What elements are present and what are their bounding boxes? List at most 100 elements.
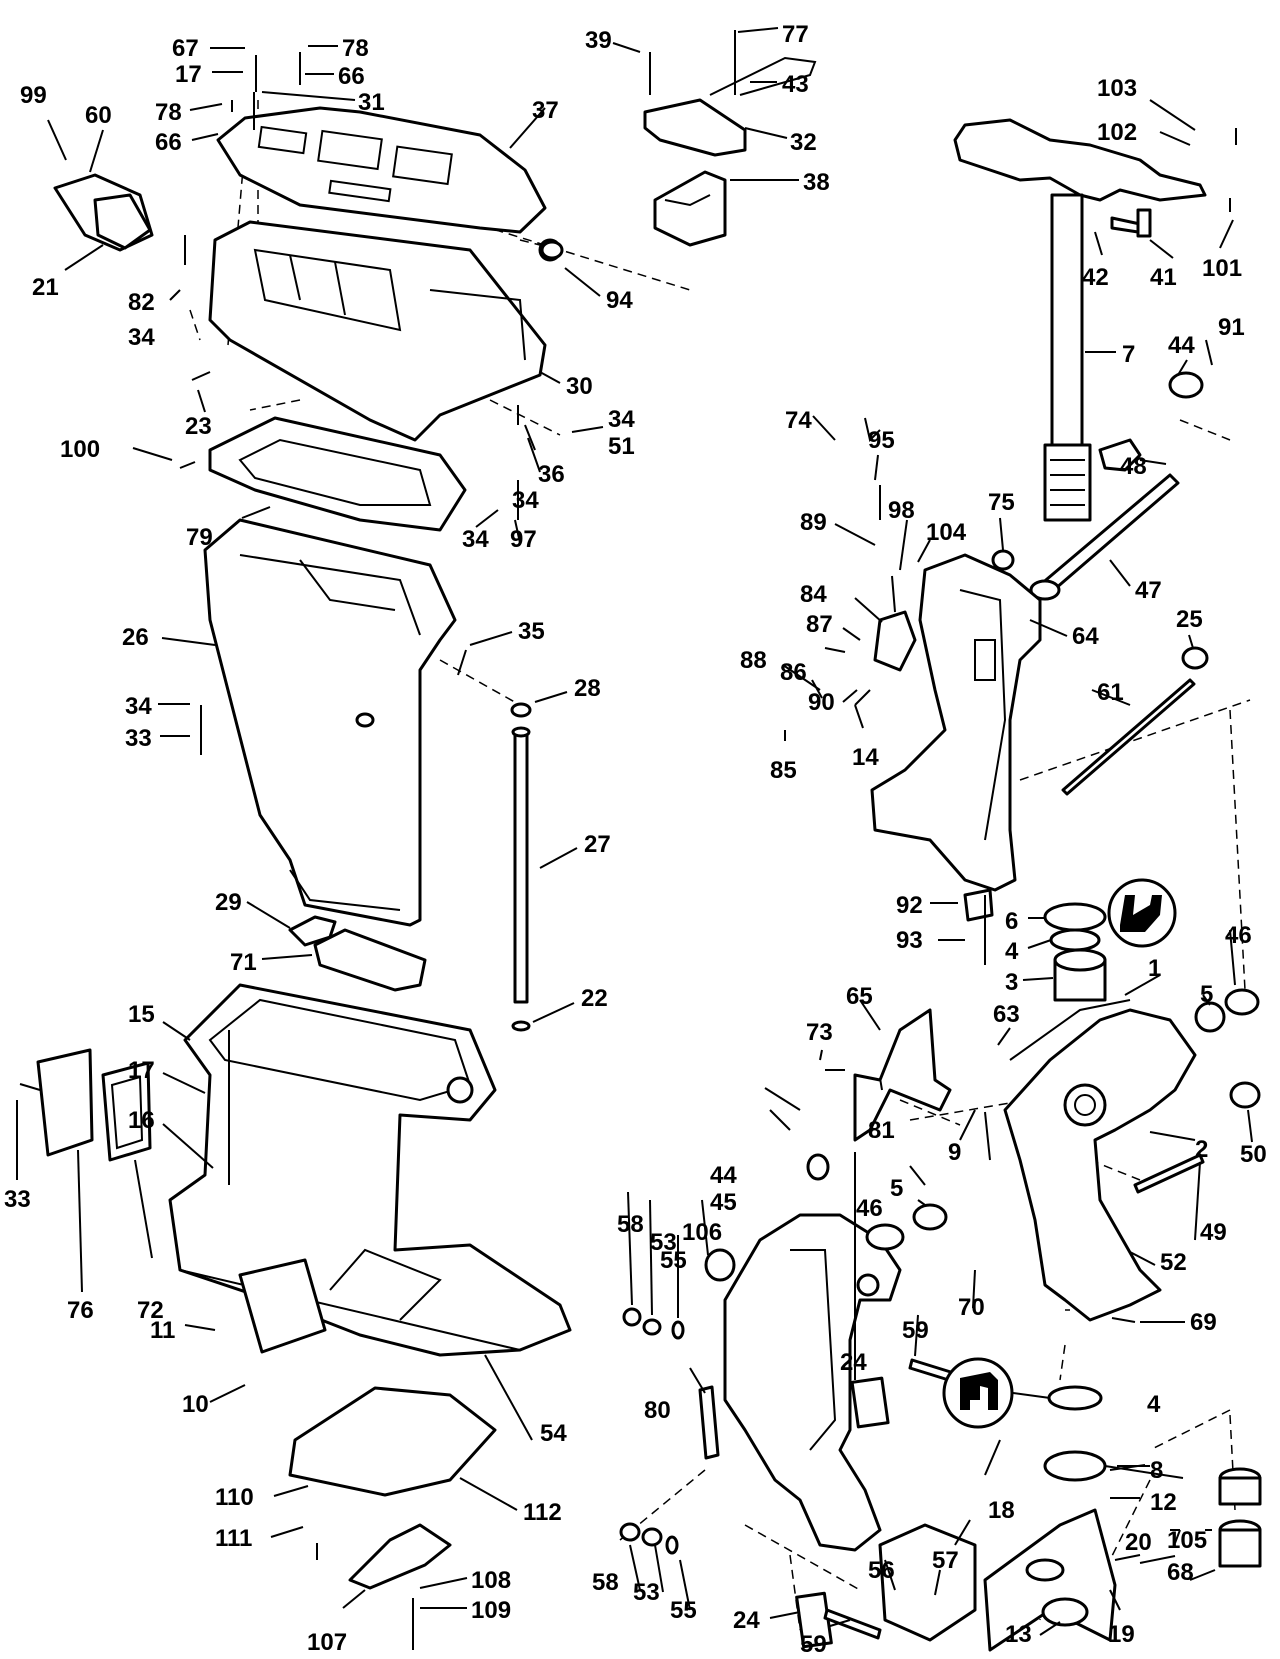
callout-label: 2 (1195, 1136, 1208, 1163)
callout-label: 12 (1150, 1489, 1177, 1516)
callout-label: 29 (215, 889, 242, 916)
callout-label: 27 (584, 831, 611, 858)
callout-label: 67 (172, 35, 199, 62)
callout-label: 39 (585, 27, 612, 54)
callout-label: 104 (926, 519, 967, 546)
callout-label: 16 (128, 1107, 155, 1134)
callout-label: 46 (856, 1195, 883, 1222)
callout-label: 81 (868, 1117, 895, 1144)
callout-label: 19 (1108, 1621, 1135, 1648)
steering-arm (953, 118, 1207, 202)
callout-label: 94 (606, 287, 633, 314)
callout-label: 101 (1202, 255, 1242, 282)
callout-label: 33 (125, 725, 152, 752)
callout-label: 1 (1148, 955, 1161, 982)
callout-label: 26 (122, 624, 149, 651)
callout-label: 72 (137, 1297, 164, 1324)
callout-label: 60 (85, 102, 112, 129)
callout-label: 78 (342, 35, 369, 62)
callout-label: 95 (868, 427, 895, 454)
cover-plate-10 (238, 1258, 327, 1354)
callout-label: 37 (532, 97, 559, 124)
callout-label: 86 (780, 659, 807, 686)
callout-label: 46 (1225, 922, 1252, 949)
callout-label: 7 (1122, 341, 1135, 368)
callout-label: 71 (230, 949, 257, 976)
callout-labels: 67 78 17 66 78 31 66 37 99 60 21 82 34 9… (4, 21, 1267, 1658)
callout-label: 53 (650, 1229, 677, 1256)
callout-label: 3 (1005, 969, 1018, 996)
callout-label: 66 (155, 129, 182, 156)
callout-label: 69 (1190, 1309, 1217, 1336)
callout-label: 110 (215, 1484, 254, 1511)
callout-label: 14 (852, 744, 879, 771)
switch-38 (653, 170, 727, 247)
callout-label: 63 (993, 1001, 1020, 1028)
callout-label: 36 (538, 461, 565, 488)
callout-label: 8 (1150, 1457, 1163, 1484)
callout-label: 90 (808, 689, 835, 716)
callout-label: 65 (846, 983, 873, 1010)
callout-label: 61 (1097, 679, 1124, 706)
callout-label: 107 (307, 1629, 347, 1656)
callout-label: 38 (803, 169, 830, 196)
callout-label: 56 (868, 1557, 895, 1584)
stern-bracket (1003, 1008, 1197, 1322)
callout-label: 51 (608, 433, 635, 460)
callout-label: 102 (1097, 119, 1137, 146)
callout-label: 5 (1200, 981, 1213, 1008)
callout-label: 34 (125, 693, 152, 720)
callout-label: 49 (1200, 1219, 1227, 1246)
callout-label: 76 (67, 1297, 94, 1324)
callout-label: 58 (592, 1569, 619, 1596)
callout-label: 66 (338, 63, 365, 90)
callout-label: 47 (1135, 577, 1162, 604)
exhaust-housing (203, 518, 457, 927)
callout-label: 74 (785, 407, 812, 434)
callout-label: 55 (670, 1597, 697, 1624)
callout-label: 34 (512, 487, 539, 514)
callout-label: 48 (1120, 453, 1147, 480)
callout-label: 34 (462, 526, 489, 553)
callout-label: 57 (932, 1547, 959, 1574)
callout-label: 4 (1147, 1391, 1161, 1418)
callout-label: 42 (1082, 264, 1109, 291)
callout-label: 105 (1167, 1527, 1207, 1554)
driveshaft-housing (168, 983, 572, 1357)
callout-label: 32 (790, 129, 817, 156)
callout-label: 89 (800, 509, 827, 536)
callout-label: 43 (782, 71, 809, 98)
callout-label: 34 (128, 324, 155, 351)
callout-label: 9 (948, 1139, 961, 1166)
callout-label: 4 (1005, 938, 1019, 965)
clamp-block-18 (878, 1523, 977, 1642)
callout-label: 112 (523, 1499, 562, 1526)
water-tube (513, 730, 529, 1004)
callout-label: 70 (958, 1294, 985, 1321)
callout-label: 52 (1160, 1249, 1187, 1276)
callout-label: 106 (682, 1219, 722, 1246)
callout-label: 35 (518, 618, 545, 645)
callout-label: 6 (1005, 908, 1018, 935)
callout-label: 17 (128, 1057, 155, 1084)
callout-label: 58 (617, 1211, 644, 1238)
callout-label: 108 (471, 1567, 511, 1594)
gasket-top (216, 106, 547, 234)
callout-label: 53 (633, 1579, 660, 1606)
callout-label: 33 (4, 1186, 31, 1213)
callout-label: 30 (566, 373, 593, 400)
swivel-bracket (870, 553, 1042, 892)
callout-label: 17 (175, 61, 202, 88)
callout-label: 13 (1005, 1621, 1032, 1648)
callout-label: 54 (540, 1420, 567, 1447)
callout-label: 92 (896, 892, 923, 919)
callout-label: 50 (1240, 1141, 1267, 1168)
callout-label: 59 (800, 1631, 827, 1658)
callout-label: 23 (185, 413, 212, 440)
callout-label: 10 (182, 1391, 209, 1418)
callout-label: 103 (1097, 75, 1137, 102)
callout-label: 25 (1176, 606, 1203, 633)
callout-label: 97 (510, 526, 537, 553)
callout-label: 93 (896, 927, 923, 954)
callout-label: 82 (128, 289, 155, 316)
